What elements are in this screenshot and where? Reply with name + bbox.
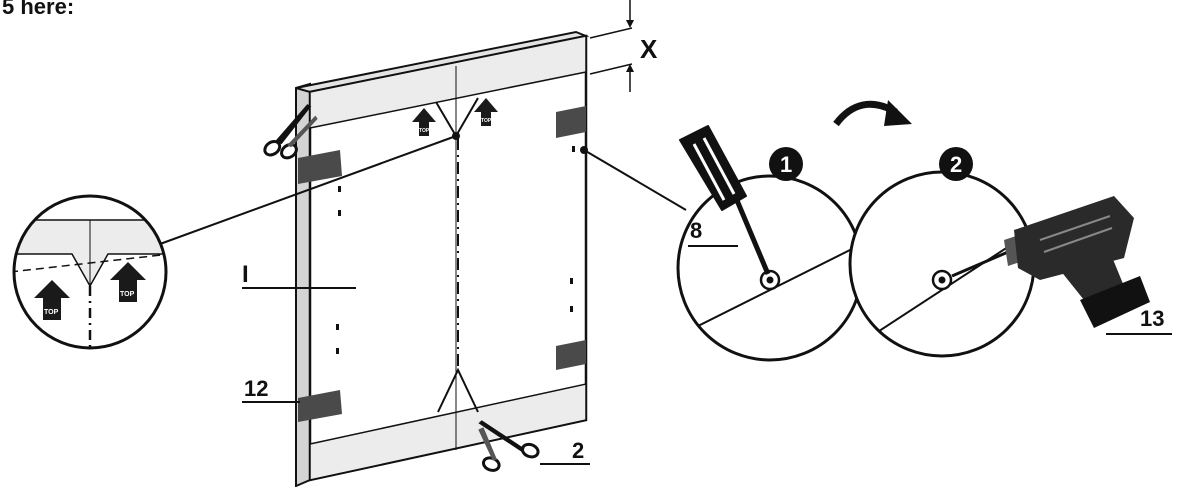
door-part-text: 2 <box>572 438 584 463</box>
panel-part-label: I <box>242 261 356 289</box>
screwdriver-part-text: 8 <box>690 218 702 243</box>
gap-dimension-label: X <box>640 34 658 64</box>
rotate-arrow-icon <box>833 100 912 127</box>
top-arrow-icon: TOP <box>110 262 146 302</box>
strip-part-label: 12 <box>242 376 300 403</box>
screwdriver-icon <box>679 125 771 275</box>
panel-part-text: I <box>242 261 249 288</box>
scissors-icon <box>263 104 318 160</box>
step-one-badge: 1 <box>769 147 803 181</box>
top-arrow-tag: TOP <box>481 118 492 124</box>
step-leader-line <box>583 149 687 211</box>
tape-bottom-left <box>298 390 342 422</box>
hole-markers <box>336 146 575 354</box>
step-one-number: 1 <box>780 152 792 177</box>
tape-top-left <box>298 150 342 184</box>
top-arrow-icon: TOP <box>412 108 436 136</box>
top-arrow-icon: TOP <box>474 98 498 126</box>
top-arrow-icon: TOP <box>34 280 70 320</box>
top-protective-strip <box>309 35 587 129</box>
drill-part-text: 13 <box>1140 306 1164 331</box>
strip-part-text: 12 <box>244 376 268 401</box>
door-panel: TOP TOP <box>295 30 590 488</box>
drill-part-label: 13 <box>1106 306 1172 335</box>
step-one-circle <box>676 174 864 362</box>
zoom-leader-line <box>159 135 457 245</box>
scissors-icon <box>478 420 540 472</box>
top-arrow-tag: TOP <box>120 291 135 298</box>
bottom-v-notch <box>437 367 479 413</box>
door-part-label: 2 <box>540 438 590 465</box>
step-two-badge: 2 <box>939 147 973 181</box>
top-arrow-tag: TOP <box>44 309 59 316</box>
step-two-number: 2 <box>950 152 962 177</box>
drill-icon <box>951 196 1150 328</box>
panel-left-edge <box>295 82 311 488</box>
bottom-protective-strip <box>309 383 587 481</box>
zoom-detail-circle: TOP TOP <box>12 194 168 350</box>
screwdriver-part-label: 8 <box>688 218 738 247</box>
top-arrow-tag: TOP <box>419 128 430 134</box>
tape-top-right <box>556 106 586 138</box>
gap-dimension: X <box>589 0 658 92</box>
header-fragment: 5 here: <box>2 0 74 19</box>
tape-bottom-right <box>556 340 586 370</box>
